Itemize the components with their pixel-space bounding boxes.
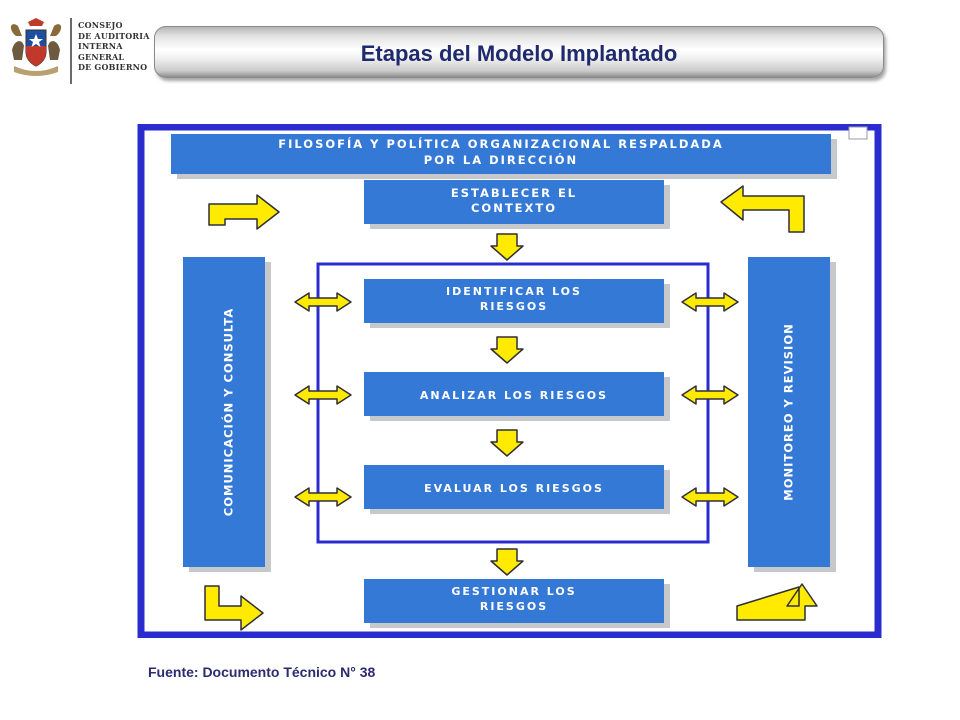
risk-process-diagram: FILOSOFÍA Y POLÍTICA ORGANIZACIONAL RESP… xyxy=(137,124,882,638)
org-line: DE GOBIERNO xyxy=(78,62,148,72)
org-line: GENERAL xyxy=(78,51,125,62)
org-line: INTERNA xyxy=(78,41,123,51)
treat-box xyxy=(364,579,664,623)
logo-divider xyxy=(70,18,72,84)
context-label: ESTABLECER EL xyxy=(451,186,577,200)
org-line: CONSEJO xyxy=(78,20,123,30)
communication-label: COMUNICACIÓN Y CONSULTA xyxy=(221,308,236,516)
treat-label: RIESGOS xyxy=(480,600,548,613)
evaluate-label: EVALUAR LOS RIESGOS xyxy=(424,482,604,495)
context-box xyxy=(364,180,664,224)
organization-name: CONSEJO DE AUDITORIA INTERNA GENERAL DE … xyxy=(78,20,150,73)
identify-box xyxy=(364,279,664,323)
corner-arrow-icon xyxy=(736,583,818,621)
source-note: Fuente: Documento Técnico N° 38 xyxy=(148,664,376,680)
identify-label: RIESGOS xyxy=(480,300,548,313)
analysis-frame xyxy=(316,262,710,544)
policy-label: POR LA DIRECCIÓN xyxy=(424,152,578,167)
corner-arrow-icon xyxy=(720,185,805,233)
government-emblem-logo xyxy=(6,16,66,80)
analyze-label: ANALIZAR LOS RIESGOS xyxy=(420,389,608,402)
communication-panel xyxy=(183,257,265,567)
corner-arrow-icon xyxy=(204,585,264,631)
monitoring-label: MONITOREO Y REVISION xyxy=(782,323,796,500)
evaluate-box xyxy=(364,465,664,509)
corner-mark xyxy=(848,126,868,140)
monitoring-panel xyxy=(748,257,830,567)
title-banner: Etapas del Modelo Implantado xyxy=(154,26,884,78)
policy-label: FILOSOFÍA Y POLÍTICA ORGANIZACIONAL RESP… xyxy=(278,136,724,151)
treat-label: GESTIONAR LOS xyxy=(451,585,576,598)
analyze-box xyxy=(364,372,664,416)
policy-box xyxy=(171,134,831,174)
page-title: Etapas del Modelo Implantado xyxy=(360,41,678,66)
context-label: CONTEXTO xyxy=(471,201,557,215)
corner-arrow-icon xyxy=(208,194,280,230)
identify-label: IDENTIFICAR LOS xyxy=(446,285,582,298)
org-line: DE AUDITORIA xyxy=(78,30,150,41)
